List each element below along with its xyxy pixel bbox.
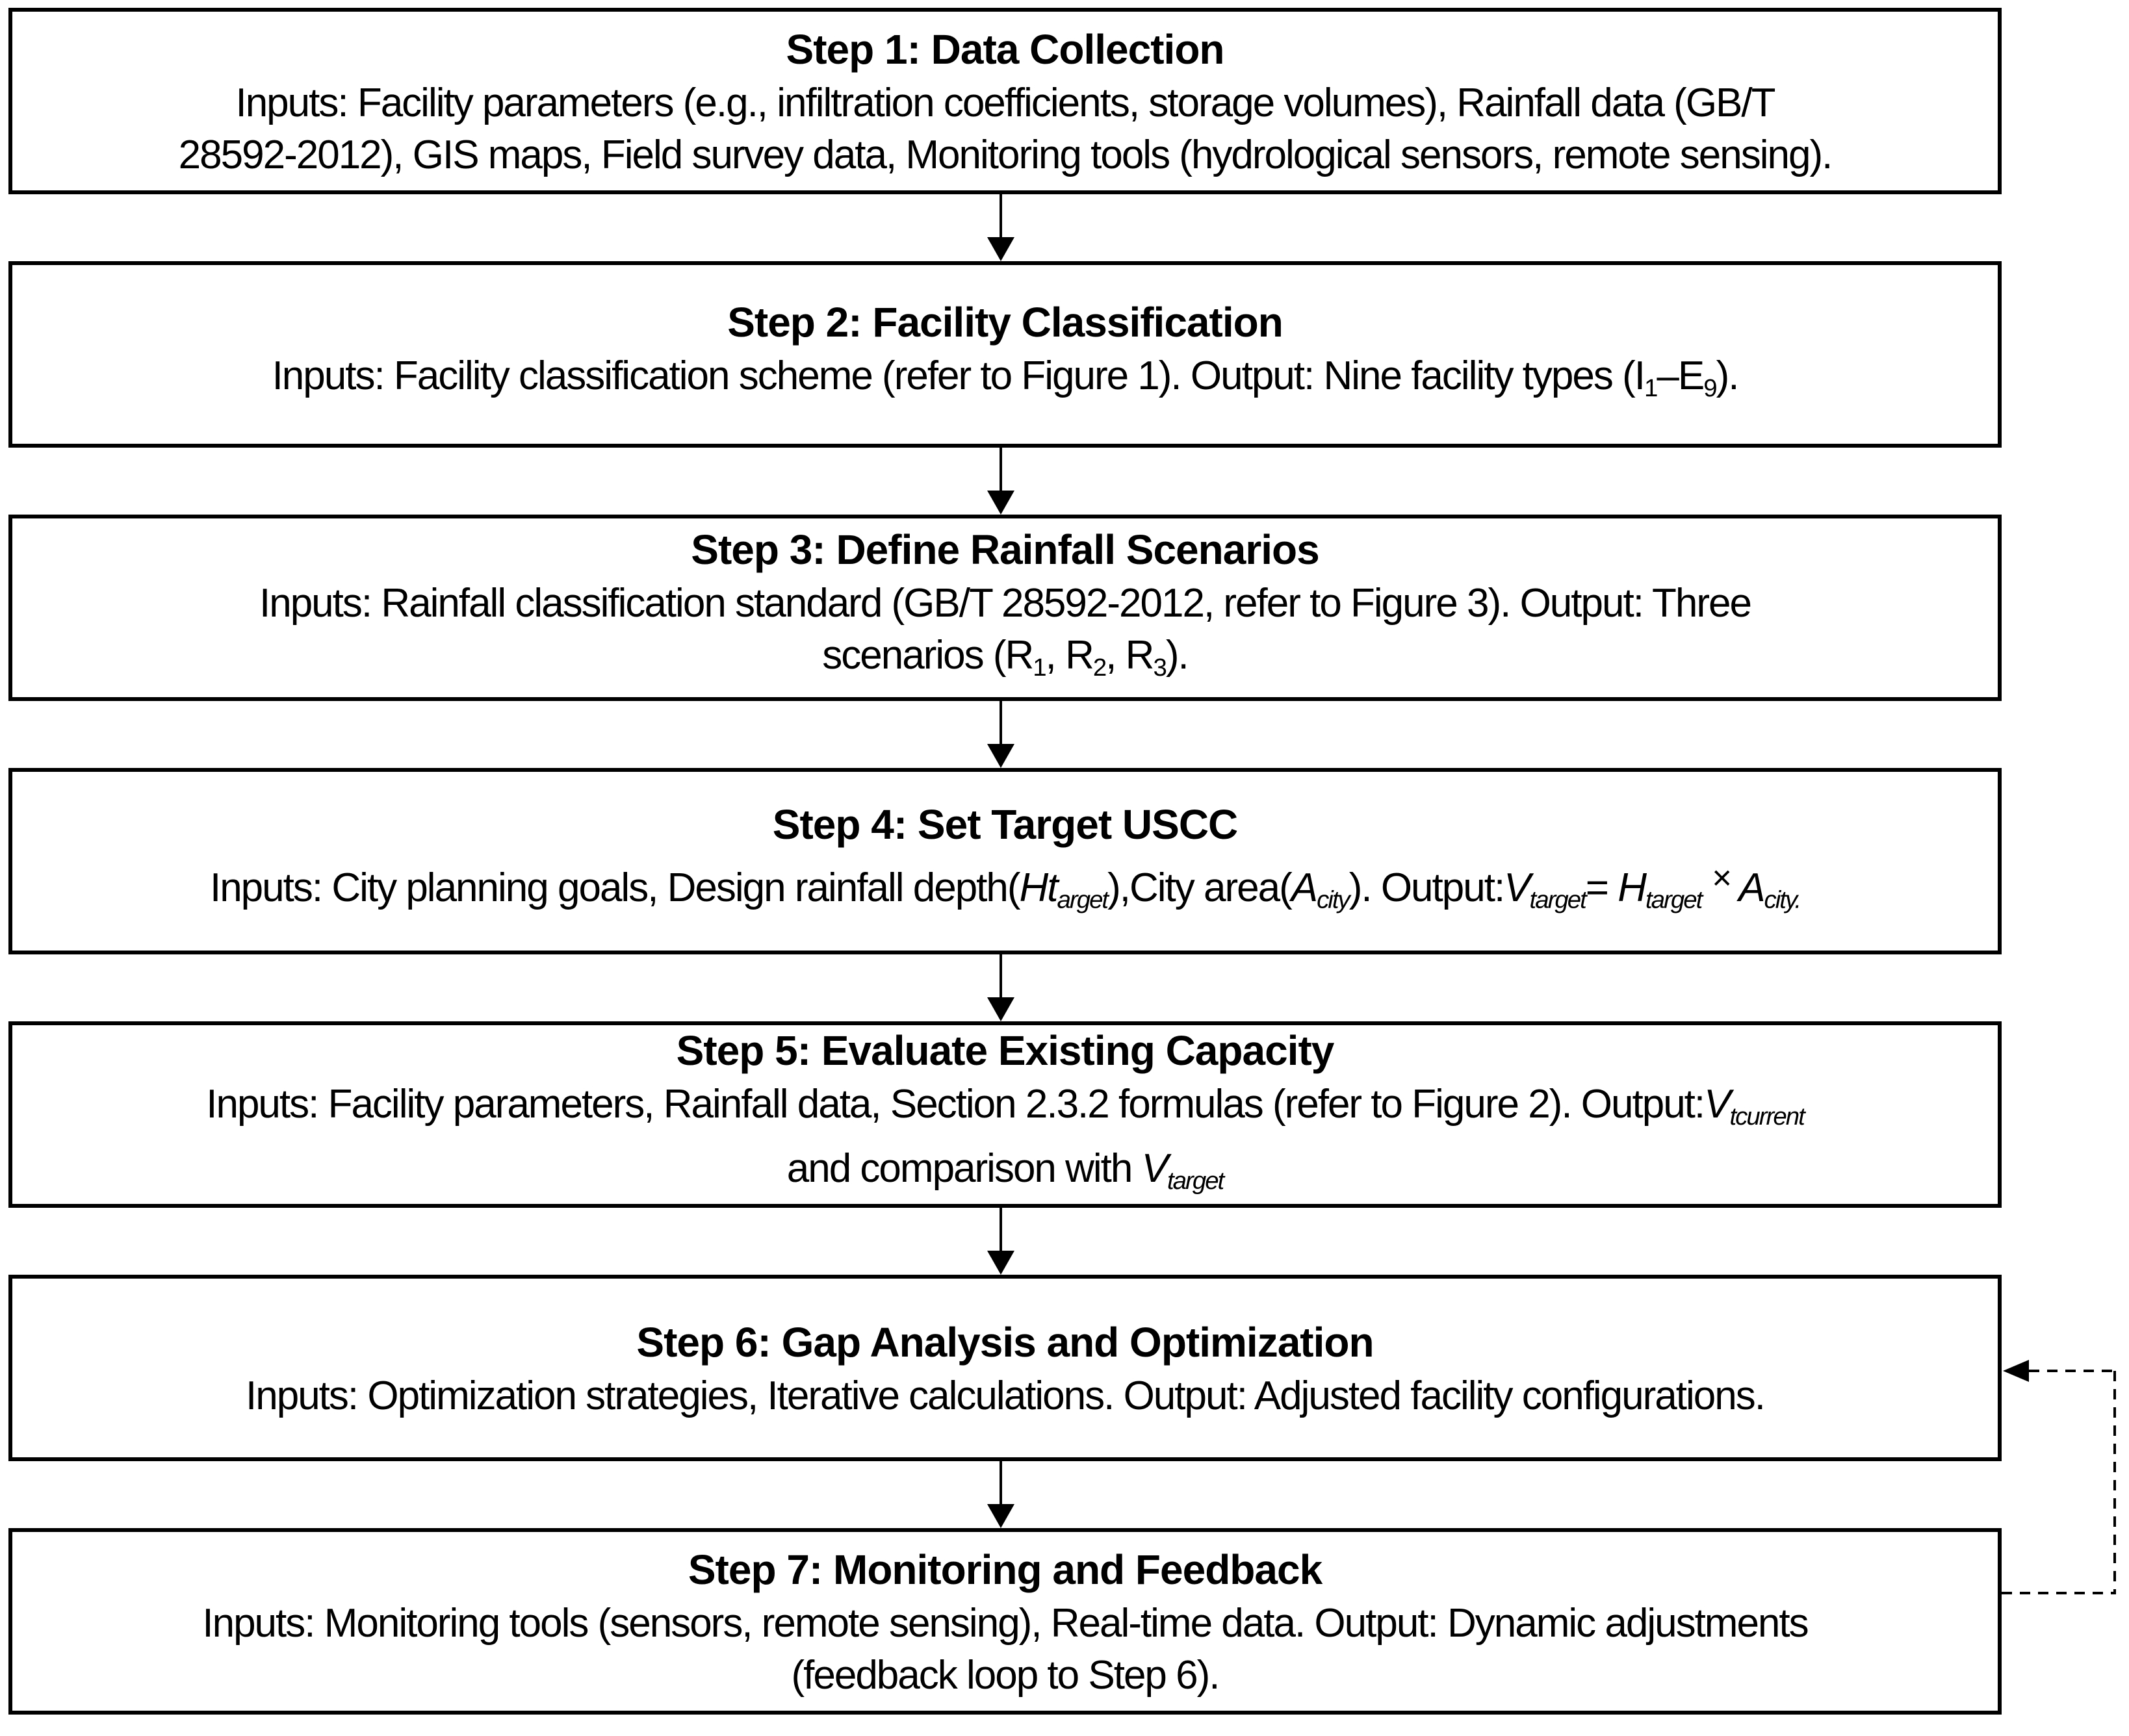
step-box-3: Step 3: Define Rainfall Scenarios Inputs… <box>8 515 2002 701</box>
down-arrow-stem <box>1000 1208 1002 1254</box>
step-3-body: Inputs: Rainfall classification standard… <box>259 581 1752 682</box>
step-4-title: Step 4: Set Target USCC <box>772 800 1238 848</box>
step-box-1: Step 1: Data Collection Inputs: Facility… <box>8 8 2002 194</box>
down-arrow-6 <box>987 1461 1015 1528</box>
down-arrow-stem <box>1000 954 1002 1001</box>
down-arrow-stem <box>1000 1461 1002 1507</box>
down-arrowhead-icon <box>987 997 1014 1021</box>
step-6-title: Step 6: Gap Analysis and Optimization <box>636 1318 1374 1366</box>
down-arrow-stem <box>1000 701 1002 747</box>
step-5-title: Step 5: Evaluate Existing Capacity <box>676 1027 1335 1074</box>
step-box-7: Step 7: Monitoring and Feedback Inputs: … <box>8 1528 2002 1715</box>
step-7-title: Step 7: Monitoring and Feedback <box>688 1546 1323 1593</box>
down-arrow-2 <box>987 448 1015 515</box>
feedback-line-up <box>2113 1371 2116 1594</box>
down-arrowhead-icon <box>987 491 1014 515</box>
step-box-4: Step 4: Set Target USCC Inputs: City pla… <box>8 768 2002 954</box>
step-7-body: Inputs: Monitoring tools (sensors, remot… <box>202 1600 1809 1698</box>
step-4-body: Inputs: City planning goals, Design rain… <box>209 858 1801 914</box>
feedback-line-out <box>2002 1592 2116 1594</box>
step-1-body: Inputs: Facility parameters (e.g., infil… <box>178 80 1833 177</box>
down-arrowhead-icon <box>987 1251 1014 1275</box>
step-2-title: Step 2: Facility Classification <box>727 299 1284 346</box>
step-3-title: Step 3: Define Rainfall Scenarios <box>691 526 1319 574</box>
feedback-line-in <box>2029 1370 2116 1372</box>
down-arrow-4 <box>987 954 1015 1021</box>
down-arrow-stem <box>1000 448 1002 494</box>
down-arrowhead-icon <box>987 1504 1014 1528</box>
down-arrow-5 <box>987 1208 1015 1275</box>
down-arrow-1 <box>987 194 1015 261</box>
step-box-5: Step 5: Evaluate Existing Capacity Input… <box>8 1021 2002 1208</box>
down-arrow-stem <box>1000 194 1002 240</box>
step-box-6: Step 6: Gap Analysis and Optimization In… <box>8 1275 2002 1461</box>
down-arrowhead-icon <box>987 237 1014 261</box>
down-arrow-3 <box>987 701 1015 768</box>
feedback-arrowhead-icon <box>2003 1360 2029 1382</box>
step-box-2: Step 2: Facility Classification Inputs: … <box>8 261 2002 448</box>
step-6-body: Inputs: Optimization strategies, Iterati… <box>246 1373 1766 1418</box>
step-5-body: Inputs: Facility parameters, Rainfall da… <box>206 1081 1805 1195</box>
down-arrowhead-icon <box>987 744 1014 768</box>
step-2-body: Inputs: Facility classification scheme (… <box>272 353 1740 402</box>
step-1-title: Step 1: Data Collection <box>786 25 1225 73</box>
